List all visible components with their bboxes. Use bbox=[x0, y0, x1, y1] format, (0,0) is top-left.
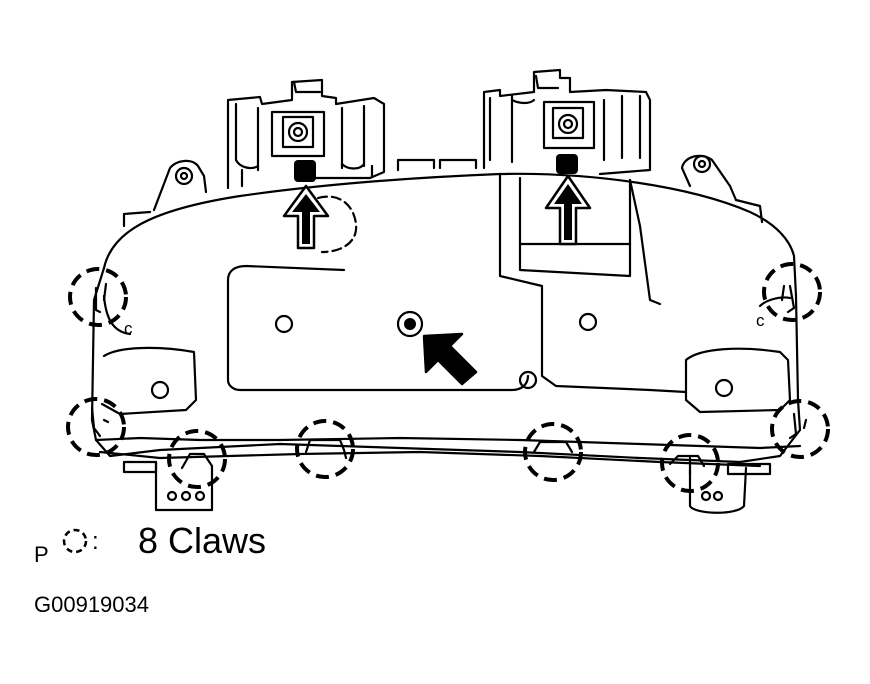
claw-circle bbox=[66, 397, 126, 457]
claw-circle bbox=[167, 429, 227, 489]
diagonal-arrow-icon bbox=[422, 332, 478, 386]
left-lock-tab bbox=[294, 160, 316, 182]
up-arrow-icon bbox=[544, 174, 592, 246]
right-connector bbox=[482, 68, 652, 176]
marker-letter: c bbox=[124, 319, 133, 338]
legend-colon: : bbox=[92, 528, 99, 555]
claw-circle bbox=[770, 399, 830, 459]
legend-prefix: P bbox=[34, 542, 49, 567]
claw-circle bbox=[68, 267, 128, 327]
marker-letter: c bbox=[756, 311, 765, 330]
left-mounting-ear bbox=[122, 159, 208, 228]
screw-holes bbox=[150, 312, 734, 400]
dashed-circle-icon bbox=[62, 528, 88, 554]
lower-left-bracket bbox=[122, 460, 214, 512]
claw-circle bbox=[295, 419, 355, 479]
claw-circle bbox=[523, 422, 583, 482]
claw-circle bbox=[660, 433, 720, 493]
claw-circle bbox=[762, 262, 822, 322]
legend-text: 8 Claws bbox=[138, 520, 267, 561]
lower-right-bracket bbox=[688, 462, 772, 514]
left-connector bbox=[226, 78, 386, 190]
figure-code: G00919034 bbox=[34, 592, 149, 617]
right-lock-tab bbox=[556, 154, 578, 174]
center-tabs bbox=[396, 158, 478, 172]
up-arrow-icon bbox=[282, 184, 330, 250]
meter-housing bbox=[90, 172, 802, 464]
